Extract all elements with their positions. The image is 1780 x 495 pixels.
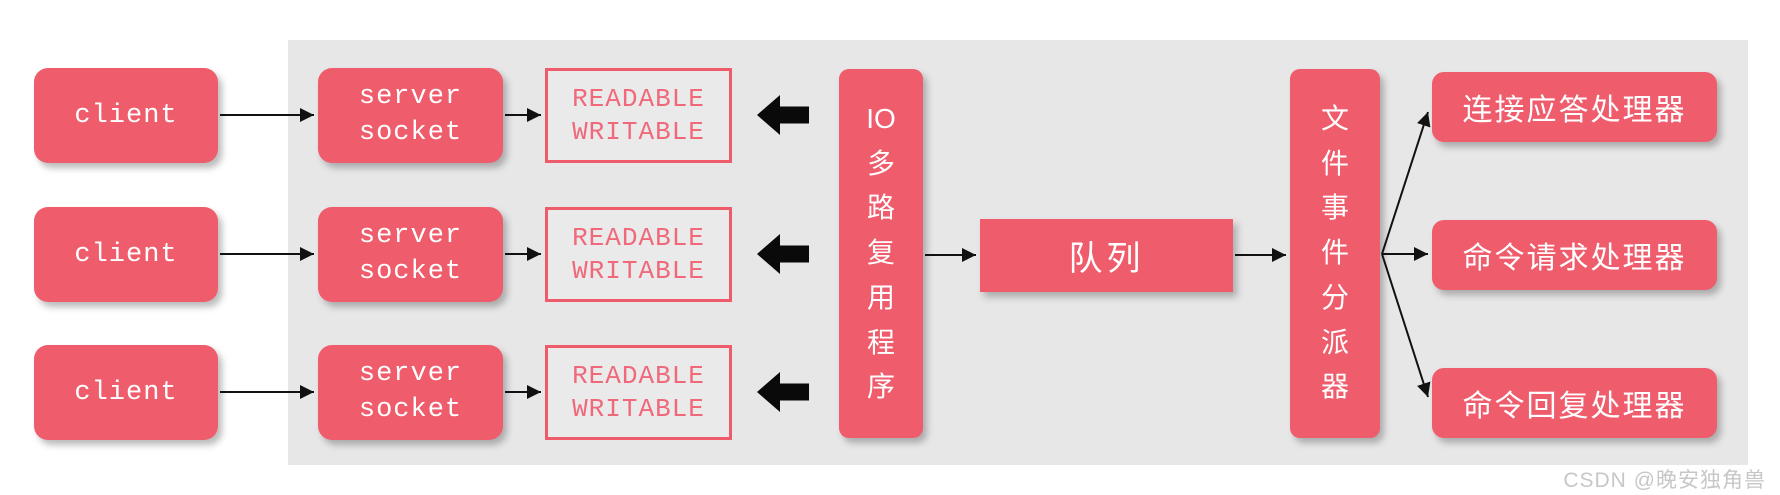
server-socket-label: server socket	[358, 359, 463, 425]
server-socket-label: server socket	[358, 82, 463, 148]
queue-box: 队列	[980, 219, 1233, 292]
file-event-dispatcher-box: 文件事件分派器	[1290, 69, 1380, 438]
csdn-watermark: CSDN @晚安独角兽	[1563, 469, 1766, 492]
server-socket-box-2: server socket	[318, 207, 503, 302]
connection-accept-handler-box: 连接应答处理器	[1432, 72, 1717, 142]
server-socket-box-1: server socket	[318, 68, 503, 163]
client-box-1: client	[34, 68, 218, 163]
client-box-2: client	[34, 207, 218, 302]
event-flags-box-3: READABLE WRITABLE	[545, 345, 732, 440]
server-socket-label: server socket	[358, 221, 463, 287]
io-multiplexer-box: IO多路复用程序	[839, 69, 923, 438]
file-event-dispatcher-label: 文件事件分派器	[1320, 102, 1349, 403]
command-reply-handler-box: 命令回复处理器	[1432, 368, 1717, 438]
event-flags-box-1: READABLE WRITABLE	[545, 68, 732, 163]
event-flags-box-2: READABLE WRITABLE	[545, 207, 732, 302]
command-request-handler-box: 命令请求处理器	[1432, 220, 1717, 290]
client-box-3: client	[34, 345, 218, 440]
event-flags-label: READABLE WRITABLE	[572, 84, 705, 147]
io-multiplexer-label: IO多路复用程序	[866, 102, 896, 403]
event-flags-label: READABLE WRITABLE	[572, 361, 705, 424]
server-socket-box-3: server socket	[318, 345, 503, 440]
event-flags-label: READABLE WRITABLE	[572, 223, 705, 286]
